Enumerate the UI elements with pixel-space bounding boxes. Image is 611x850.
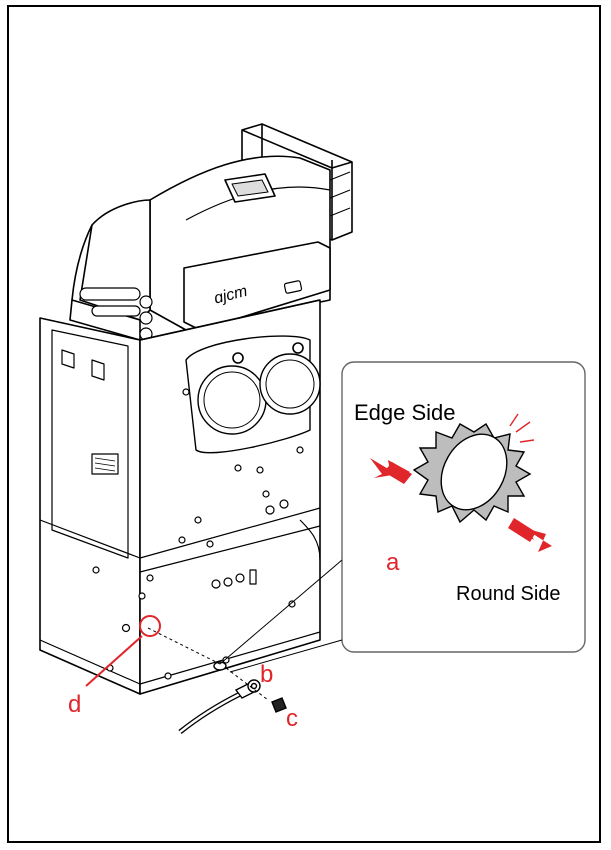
body-holes	[92, 388, 304, 680]
lock-washer	[213, 661, 227, 671]
callout-a: a	[386, 549, 400, 576]
screw	[271, 697, 287, 713]
logo-plate	[183, 241, 331, 331]
callout-d: d	[68, 691, 81, 718]
bill-validator-unit: ɑjcm	[39, 123, 353, 695]
round-side-arrow	[508, 518, 552, 552]
sparkle-marks	[509, 413, 535, 443]
edge-side-arrow	[370, 458, 412, 484]
callout-b: b	[260, 661, 273, 688]
edge-side-label: Edge Side	[354, 400, 456, 425]
callout-c: c	[286, 705, 298, 732]
toothed-lock-washer	[412, 423, 532, 524]
body-left-face	[39, 317, 141, 695]
round-side-label: Round Side	[456, 583, 561, 605]
roller-assembly	[79, 287, 153, 341]
ground-wire-assembly	[147, 627, 287, 734]
washer-detail-inset: Edge Side Round Side a	[219, 361, 586, 673]
callout-marker-d	[85, 615, 161, 687]
